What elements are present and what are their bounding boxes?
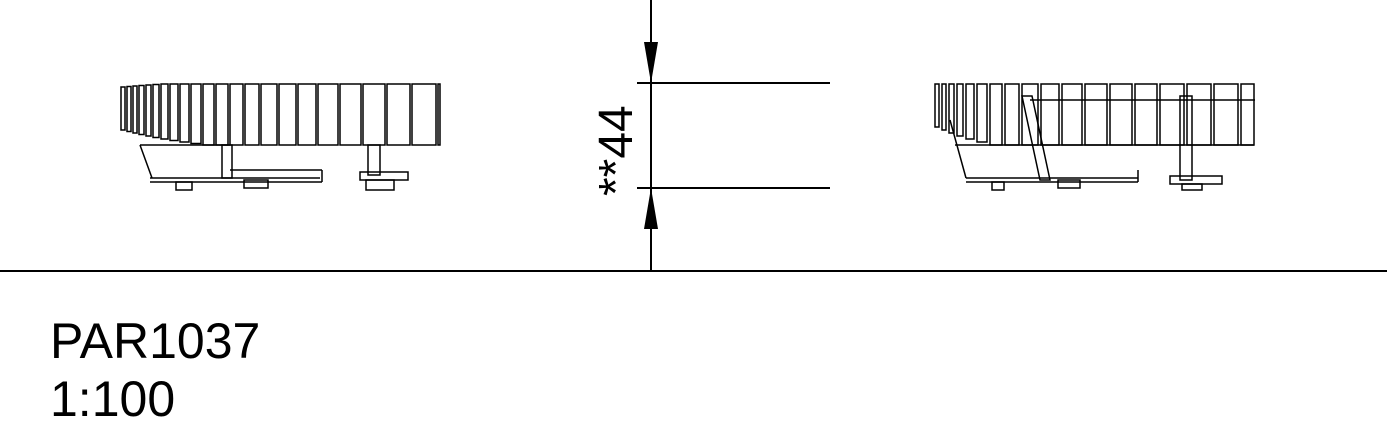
bench-foot-bracket [1181,183,1203,191]
bench-slat [160,83,169,140]
part-number: PAR1037 [50,313,261,369]
bench-slat [362,83,386,146]
bench-slats-left [120,83,441,146]
bench-slat [145,84,152,137]
bench-slat [1061,83,1083,146]
bench-slat [948,83,955,134]
bench-leg [367,144,381,176]
bench-slat [976,83,988,143]
bench-foot-bracket [175,181,193,191]
bench-foot-bracket [243,179,269,189]
bench-slat [1240,83,1255,146]
bench-slat [941,83,947,131]
bench-slat [1109,83,1133,146]
bench-slat [965,83,975,140]
bench-slat [229,83,244,146]
drawing-scale: 1:100 [50,371,176,427]
bench-slat [386,83,411,146]
bench-slat [1213,83,1239,146]
bench-slat [190,83,202,145]
bench-slat [132,85,138,134]
bench-slat [1084,83,1108,146]
height-dimension [637,0,830,271]
bench-support-post [1179,95,1193,181]
bench-foot-bracket [1057,179,1081,189]
bench-slat [138,84,145,136]
bench-foot-bracket [365,179,395,191]
bench-slat [126,85,132,133]
bench-slat [1040,83,1060,146]
bench-frame-rail [139,144,153,179]
bench-slat [411,83,437,146]
bench-slat [215,83,229,146]
bench-foot [1169,175,1223,185]
bench-slat [244,83,260,146]
bench-slat [437,83,441,146]
bench-slat [260,83,278,146]
bench-foot-bracket [991,181,1005,191]
dimension-label: **44 [590,105,643,196]
bench-slat [317,83,339,146]
dimension-arrow-bottom [644,188,658,229]
bench-slats-right [934,83,1255,146]
bench-slat [120,86,126,131]
bench-frame-rail [949,119,967,179]
bench-slat [934,83,940,128]
bench-slat [202,83,215,146]
bench-slat [989,83,1003,146]
bench-leg [221,144,233,179]
bench-foot [359,171,409,181]
bench-slat [278,83,297,146]
bench-slat [179,83,190,143]
bench-elevation-left [120,83,441,191]
bench-slat [1134,83,1158,146]
bench-elevation-right [934,83,1255,191]
title-block: PAR1037 1:100 [50,312,260,428]
bench-slat [1186,83,1212,146]
bench-slat [152,83,160,139]
bench-support-post [1021,95,1051,181]
bench-slat [297,83,317,146]
bench-slat [956,83,964,137]
bench-slat [1004,83,1020,146]
bench-slat [169,83,179,142]
dimension-arrow-top [644,42,658,83]
bench-slat [339,83,362,146]
